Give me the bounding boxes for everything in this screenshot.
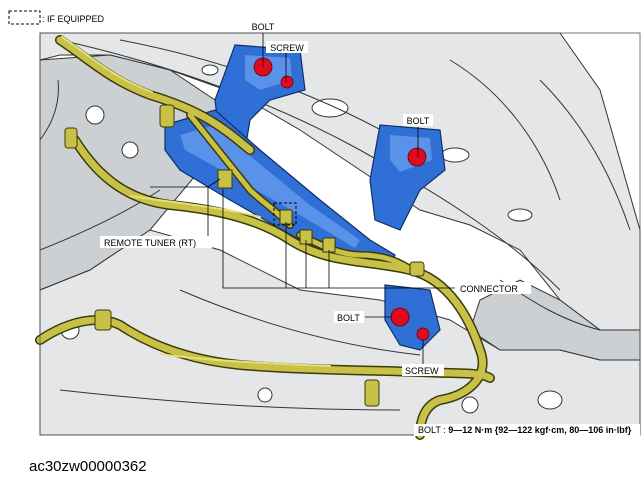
label-connector: CONNECTOR bbox=[460, 284, 518, 294]
torque-spec-prefix: BOLT : bbox=[418, 425, 448, 435]
callout-labels: BOLT SCREW BOLT REMOTE TUNER (RT) CONNEC… bbox=[100, 20, 531, 376]
legend: : IF EQUIPPED bbox=[8, 10, 105, 25]
connector-1 bbox=[217, 169, 233, 189]
label-screw-bottom: SCREW bbox=[405, 366, 439, 376]
if-equipped-legend-box bbox=[8, 10, 41, 25]
screw-top-marker bbox=[280, 75, 294, 89]
label-bolt-bottom: BOLT bbox=[337, 313, 360, 323]
torque-spec-text: BOLT : 9—12 N·m {92—122 kgf·cm, 80—106 i… bbox=[418, 425, 632, 435]
torque-spec-value: 9—12 N·m {92—122 kgf·cm, 80—106 in·lbf} bbox=[448, 425, 632, 435]
label-bolt-top: BOLT bbox=[252, 22, 275, 32]
bolt-bottom-marker bbox=[390, 307, 410, 327]
connectors bbox=[217, 169, 336, 253]
fastener-markers bbox=[253, 57, 430, 341]
leader-lines bbox=[150, 33, 455, 365]
illustration bbox=[35, 32, 641, 440]
connector-4 bbox=[322, 237, 336, 253]
if-equipped-box bbox=[273, 202, 297, 226]
torque-spec: BOLT : 9—12 N·m {92—122 kgf·cm, 80—106 i… bbox=[414, 424, 640, 436]
figure-caption: ac30zw00000362 bbox=[29, 458, 147, 475]
label-remote-tuner: REMOTE TUNER (RT) bbox=[104, 238, 196, 248]
bolt-right-marker bbox=[407, 147, 427, 167]
label-bolt-right: BOLT bbox=[407, 116, 430, 126]
legend-text: : IF EQUIPPED bbox=[42, 14, 105, 24]
screw-bottom-marker bbox=[416, 327, 430, 341]
harness-clips bbox=[64, 104, 425, 407]
connector-2 bbox=[279, 209, 293, 225]
illustration-border bbox=[39, 32, 641, 436]
label-screw-top: SCREW bbox=[270, 43, 304, 53]
panel-contours bbox=[39, 39, 631, 411]
